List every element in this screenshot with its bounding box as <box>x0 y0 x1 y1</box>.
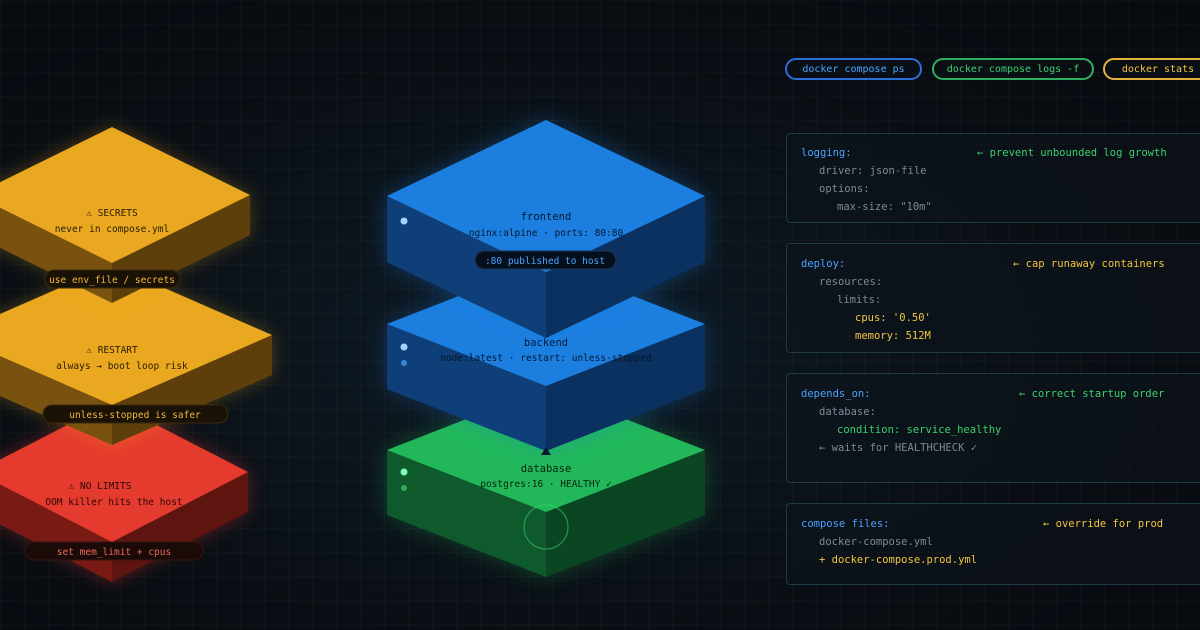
card-deploy-comment: ← cap runaway containers <box>1013 258 1165 270</box>
card-logging-key: logging: <box>801 147 852 159</box>
card-compose-files-line: docker-compose.yml <box>819 536 933 548</box>
command-compose-ps[interactable]: docker compose ps <box>785 58 922 80</box>
card-compose-files-line: + docker-compose.prod.yml <box>819 554 978 566</box>
service-frontend-tag: :80 published to host <box>474 250 617 270</box>
command-compose-logs[interactable]: docker compose logs -f <box>932 58 1094 80</box>
card-depends-on-line: condition: service_healthy <box>837 424 1002 436</box>
card-deploy: deploy: ← cap runaway containers resourc… <box>786 243 1200 353</box>
card-deploy-line: limits: <box>837 294 882 306</box>
card-compose-files: compose files: ← override for prod docke… <box>786 503 1200 585</box>
warning-secrets-tag: use env_file / secrets <box>44 269 181 289</box>
card-deploy-line: cpus: '0.50' <box>855 312 931 324</box>
card-logging-line: options: <box>819 183 870 195</box>
service-frontend[interactable]: frontend nginx:alpine · ports: 80:80 <box>387 120 705 338</box>
card-logging: logging: ← prevent unbounded log growth … <box>786 133 1200 223</box>
card-logging-line: max-size: "10m" <box>837 201 932 213</box>
card-depends-on: depends_on: ← correct startup order data… <box>786 373 1200 483</box>
status-dot-icon <box>400 468 408 476</box>
card-deploy-key: deploy: <box>801 258 846 270</box>
warning-no-limits-tag: set mem_limit + cpus <box>24 541 204 561</box>
status-dot-icon <box>400 217 408 225</box>
card-deploy-line: resources: <box>819 276 883 288</box>
status-dot-icon <box>401 360 407 366</box>
status-dot-icon <box>401 485 407 491</box>
service-backend-name: backend <box>524 337 568 349</box>
card-depends-on-line: ← waits for HEALTHCHECK ✓ <box>819 442 978 454</box>
service-frontend-name: frontend <box>521 211 572 223</box>
card-depends-on-key: depends_on: <box>801 388 871 400</box>
command-docker-stats[interactable]: docker stats <box>1103 58 1200 80</box>
card-depends-on-line: database: <box>819 406 876 418</box>
status-dot-icon <box>400 343 408 351</box>
warning-restart-tag: unless-stopped is safer <box>42 404 229 424</box>
warning-no-limits-desc: OOM killer hits the host <box>45 497 182 508</box>
service-frontend-tag-text: :80 published to host <box>485 256 605 267</box>
service-frontend-desc: nginx:alpine · ports: 80:80 <box>469 228 624 239</box>
health-pulse-icon <box>523 504 569 550</box>
warning-restart: ⚠ RESTART always → boot loop risk <box>0 265 272 445</box>
warning-restart-tag-text: unless-stopped is safer <box>69 410 201 421</box>
card-deploy-line: memory: 512M <box>855 330 931 342</box>
card-depends-on-comment: ← correct startup order <box>1019 388 1165 400</box>
card-compose-files-comment: ← override for prod <box>1043 518 1164 530</box>
warning-secrets-tag-text: use env_file / secrets <box>49 275 175 286</box>
card-logging-comment: ← prevent unbounded log growth <box>977 147 1167 159</box>
service-database-name: database <box>521 463 572 475</box>
service-database-desc: postgres:16 · HEALTHY ✓ <box>480 479 612 490</box>
warning-no-limits-tag-text: set mem_limit + cpus <box>57 547 171 558</box>
card-compose-files-key: compose files: <box>801 518 890 530</box>
service-backend-desc: node:latest · restart: unless-stopped <box>440 353 652 364</box>
card-logging-line: driver: json-file <box>819 165 927 177</box>
warning-no-limits-title: ⚠ NO LIMITS <box>69 481 132 492</box>
warning-restart-desc: always → boot loop risk <box>56 361 188 372</box>
warning-restart-title: ⚠ RESTART <box>86 345 138 356</box>
warning-secrets-title: ⚠ SECRETS <box>86 208 138 219</box>
connector-arrow-icon <box>541 447 551 455</box>
warning-secrets-desc: never in compose.yml <box>55 224 169 235</box>
